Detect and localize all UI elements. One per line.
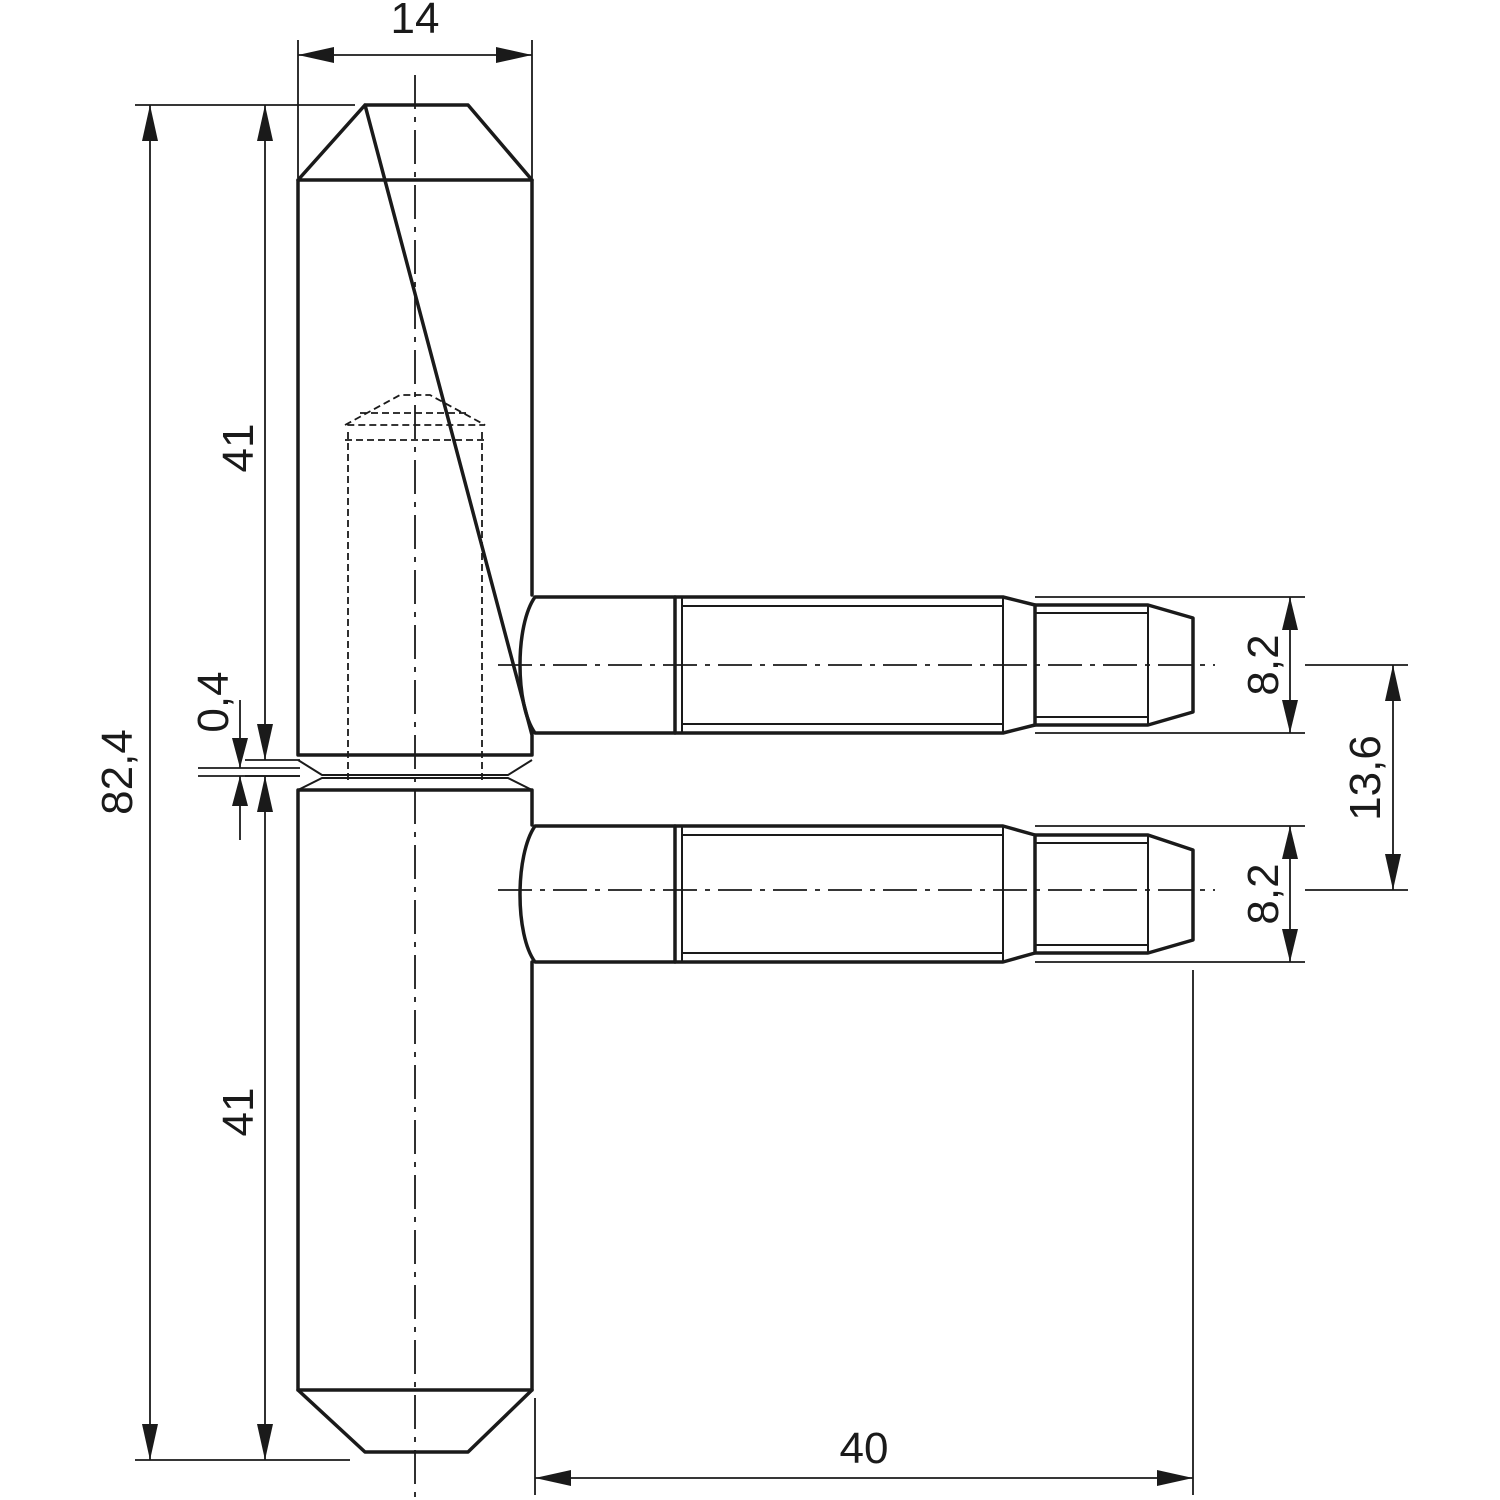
dimension-pin-spacing-label: 13,6	[1341, 735, 1390, 821]
dimension-lower-pin-diameter: 8,2	[1035, 825, 1305, 963]
hidden-pin-body	[347, 428, 483, 780]
dimension-upper-height-label: 41	[214, 424, 263, 473]
dimension-width-label: 14	[391, 0, 440, 43]
dimension-gap-label: 0,4	[189, 671, 238, 732]
dimension-pin-length: 40	[534, 970, 1194, 1495]
dimension-upper-pin-label: 8,2	[1239, 634, 1288, 695]
dimension-pin-spacing: 13,6	[1305, 664, 1408, 891]
dimension-pin-length-label: 40	[840, 1424, 889, 1473]
dimension-total-height: 82,4	[93, 104, 355, 1461]
dimension-gap: 0,4	[189, 671, 300, 840]
upper-barrel-bottom-chamfer	[297, 759, 533, 776]
lower-pin-collar	[518, 824, 677, 964]
dimension-width: 14	[297, 0, 533, 178]
upper-barrel	[296, 103, 534, 776]
upper-pin-tip	[1033, 603, 1195, 727]
lower-pin-tip	[1033, 833, 1195, 955]
dimension-lower-height: 41	[214, 775, 300, 1460]
upper-pin-collar	[518, 595, 677, 735]
dimension-total-height-label: 82,4	[93, 729, 142, 815]
lower-barrel-outline	[296, 788, 534, 1454]
lower-pin-thread	[673, 824, 1037, 964]
upper-barrel-outline	[296, 103, 534, 757]
dimension-lower-pin-label: 8,2	[1239, 863, 1288, 924]
dimension-upper-height: 41	[214, 105, 300, 761]
dimension-upper-pin-diameter: 8,2	[1035, 596, 1305, 734]
hidden-inner-pin	[344, 394, 486, 780]
dimension-lower-height-label: 41	[214, 1088, 263, 1137]
lower-screw-pin	[518, 824, 1195, 964]
